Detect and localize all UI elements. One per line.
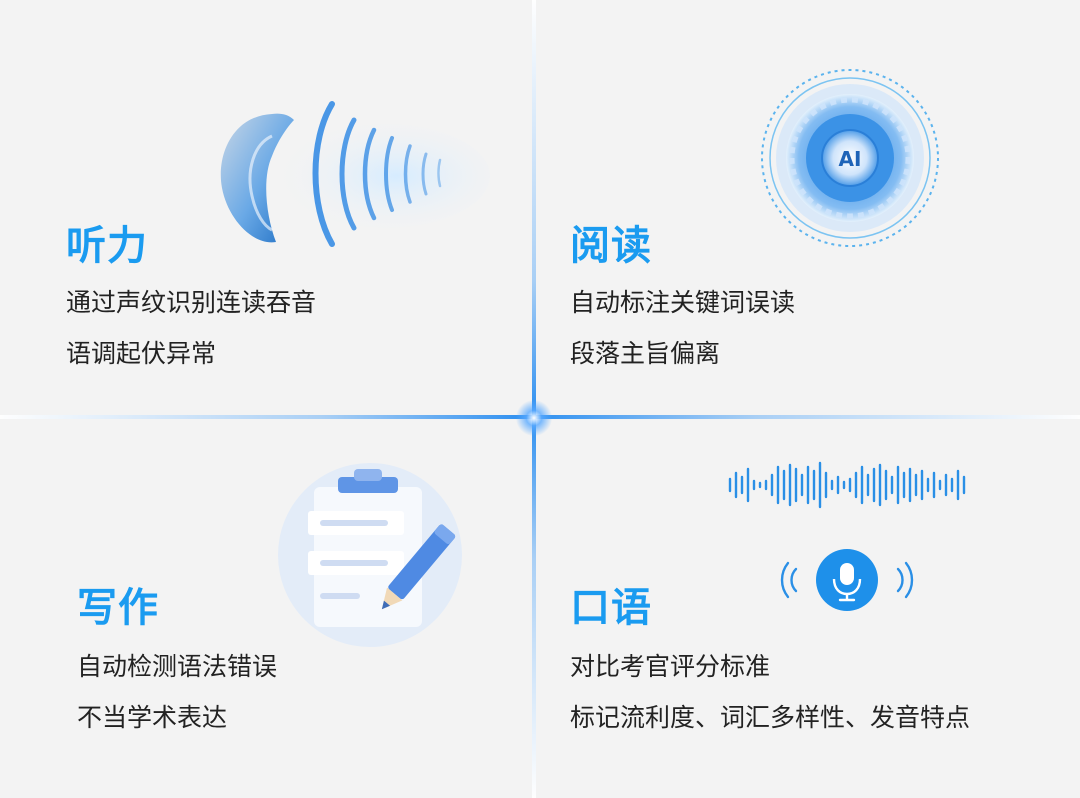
listening-title: 听力 (66, 223, 148, 269)
listening-panel: 听力 通过声纹识别连读吞音 语调起伏异常 (0, 0, 532, 415)
center-glow (516, 400, 552, 436)
soundwave-bars-icon (728, 461, 966, 509)
writing-line-1: 自动检测语法错误 (77, 652, 278, 681)
ai-badge-text: AI (839, 147, 862, 171)
writing-line-2: 不当学术表达 (77, 703, 228, 732)
reading-panel: AI 阅读 自动标注关键词误读 段落主旨偏离 (536, 0, 1080, 415)
speaking-line-2: 标记流利度、词汇多样性、发音特点 (570, 703, 971, 732)
microphone-icon (780, 549, 914, 611)
speaking-title: 口语 (570, 585, 652, 631)
listening-line-1: 通过声纹识别连读吞音 (66, 288, 317, 317)
writing-panel: 写作 自动检测语法错误 不当学术表达 (0, 419, 532, 798)
listening-line-2: 语调起伏异常 (66, 339, 217, 368)
writing-title: 写作 (77, 585, 159, 631)
reading-line-2: 段落主旨偏离 (570, 339, 721, 368)
speaking-panel: 口语 对比考官评分标准 标记流利度、词汇多样性、发音特点 (536, 419, 1080, 798)
speaking-line-1: 对比考官评分标准 (570, 652, 771, 681)
ear-soundwave-icon (220, 101, 490, 247)
ai-chip-circle-icon: AI (761, 69, 939, 247)
reading-line-1: 自动标注关键词误读 (570, 288, 796, 317)
reading-title: 阅读 (570, 223, 652, 269)
clipboard-pencil-icon (278, 463, 462, 647)
vertical-divider (532, 0, 536, 798)
